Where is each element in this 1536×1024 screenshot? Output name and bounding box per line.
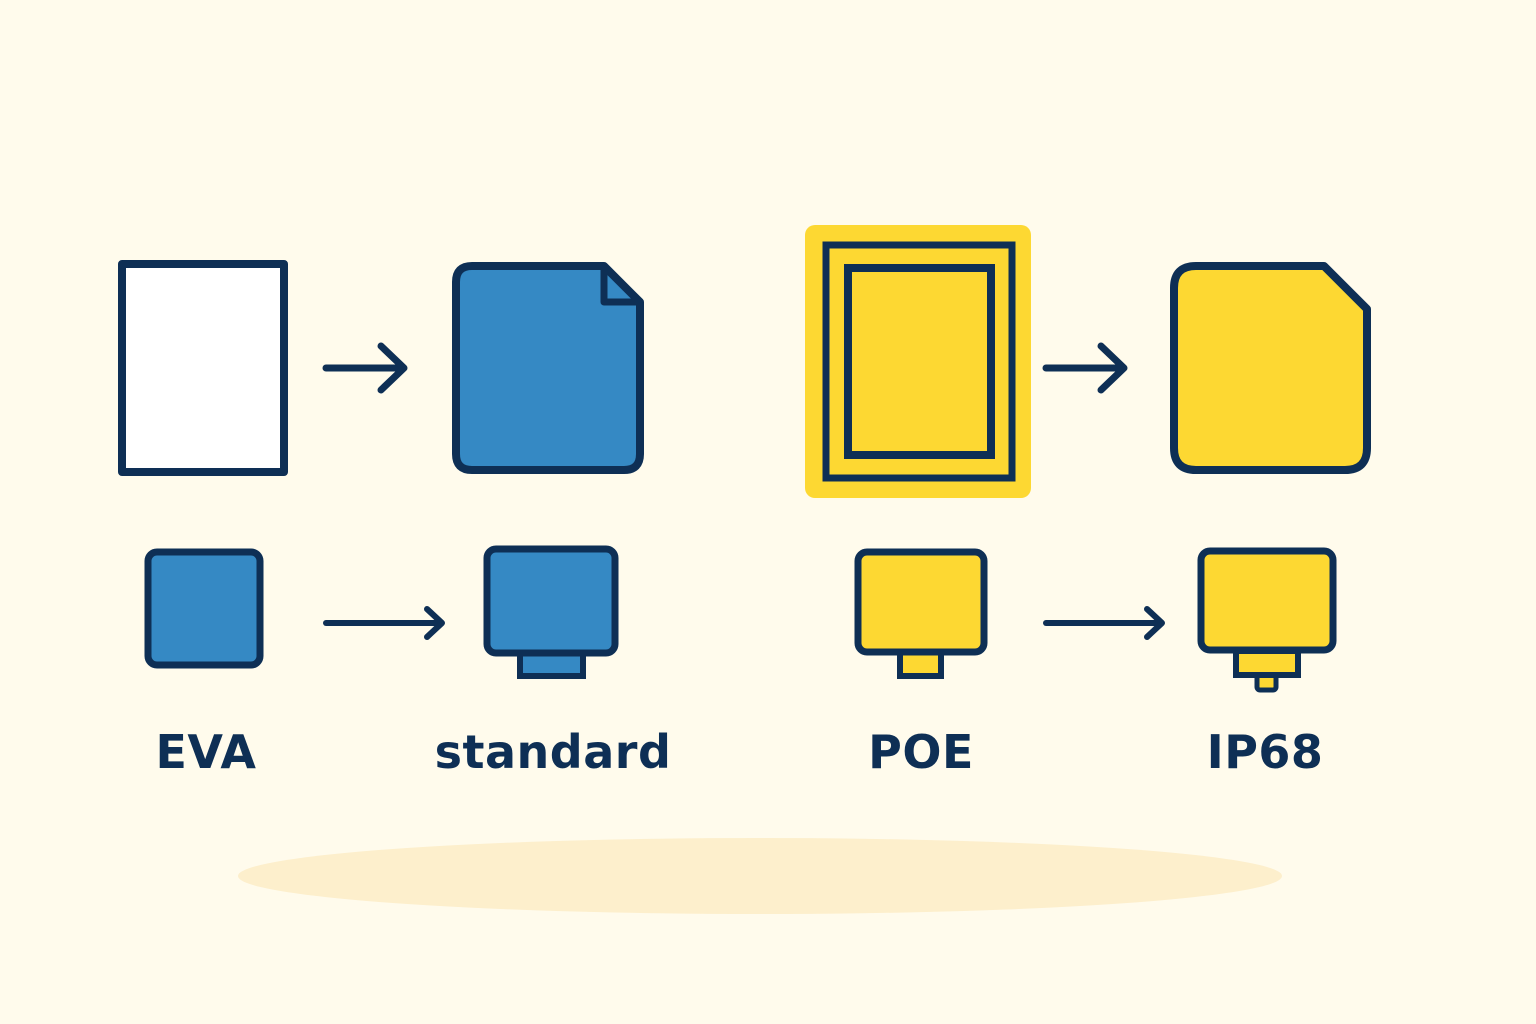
square-block-icon: [144, 548, 264, 669]
label-standard: standard: [434, 725, 672, 779]
cut-corner-sheet-icon: [1170, 262, 1371, 474]
floor-shadow: [238, 838, 1282, 914]
right-arrow-icon: [323, 606, 445, 640]
label-poe: POE: [868, 725, 974, 779]
monitor-block-icon: [483, 545, 619, 679]
label-eva: EVA: [155, 725, 257, 779]
right-arrow-icon: [1042, 342, 1128, 394]
right-arrow-icon: [322, 342, 408, 394]
monitor-block-icon: [854, 548, 988, 679]
folded-corner-sheet-icon: [452, 262, 644, 474]
blank-sheet-icon: [118, 260, 288, 476]
plug-block-icon: [1197, 547, 1337, 693]
label-ip68: IP68: [1206, 725, 1324, 779]
right-arrow-icon: [1043, 606, 1165, 640]
framed-sheet-icon: [805, 225, 1031, 498]
